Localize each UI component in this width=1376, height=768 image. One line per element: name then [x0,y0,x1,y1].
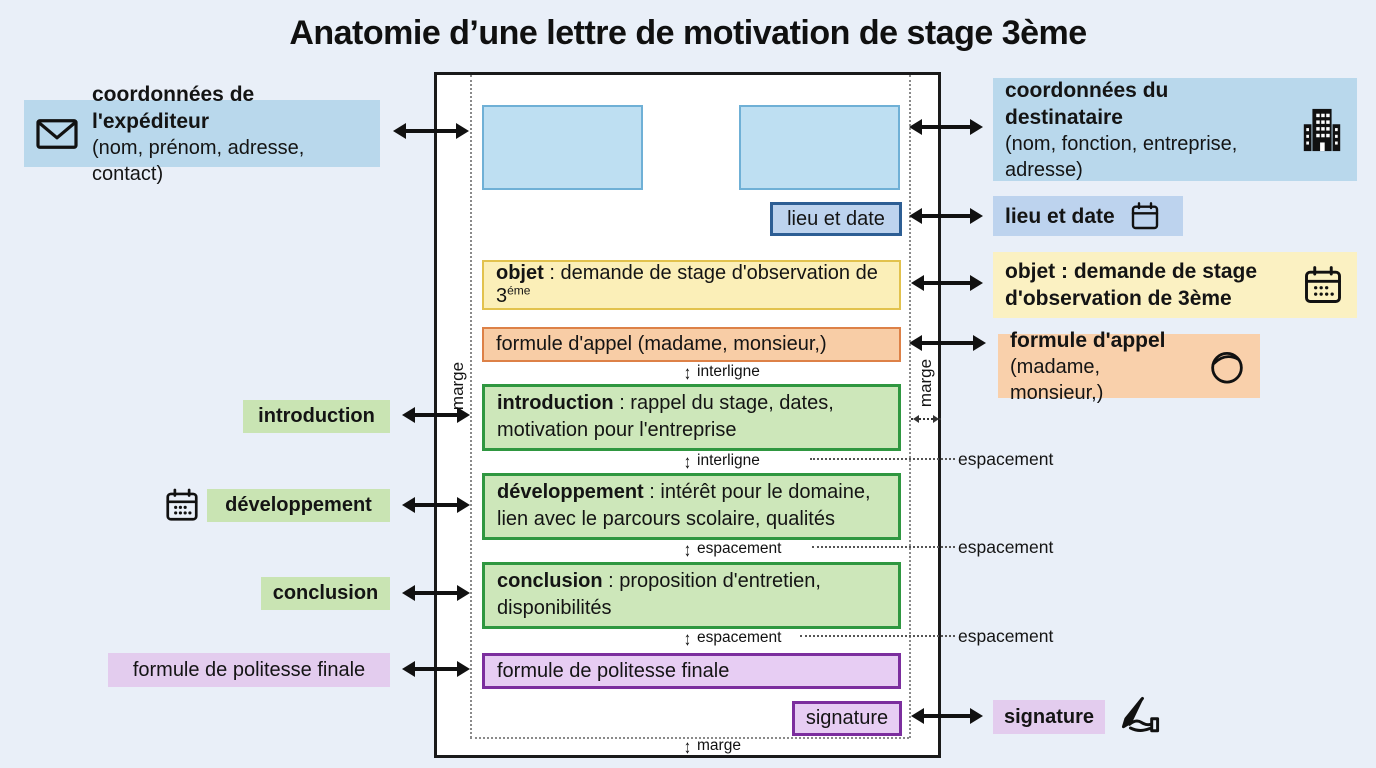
margin-width-arrow [911,415,941,423]
developpement-box: développement : intérêt pour le domaine,… [482,473,901,540]
envelope-icon [36,118,78,149]
destinataire-line1: (nom, fonction, entreprise, [1005,132,1238,155]
formule-appel-subtitle: (madame, monsieur,) [1010,355,1104,404]
signature-box: signature [792,701,902,736]
destinataire-label: coordonnées du destinataire (nom, foncti… [993,78,1357,181]
politesse-side-label: formule de politesse finale [108,653,390,687]
introduction-text: introduction : rappel du stage, dates, m… [497,392,834,441]
formule-appel-title: formule d'appel [1010,328,1166,352]
arrow-lieu-date [909,208,983,224]
interligne-marker-2: ↕ interligne [684,450,760,472]
dotted-connector-2 [812,546,955,548]
objet-text: objet : demande de stage d'observation d… [496,262,878,307]
lieu-date-box: lieu et date [770,202,902,236]
recipient-address-box [739,105,900,190]
interligne-marker-1: ↕ interligne [684,361,760,383]
conclusion-box: conclusion : proposition d'entretien, di… [482,562,901,629]
vertical-arrow-icon: ↕ [684,450,691,472]
vertical-arrow-icon: ↕ [684,361,691,383]
arrow-expediteur [393,123,469,139]
objet-line1: objet : demande de stage [1005,260,1258,283]
espacement-side-label-1: espacement [958,449,1054,469]
espacement-marker-2: ↕ espacement [684,627,782,649]
calendar-icon [1305,266,1341,303]
signature-pen-icon [1121,696,1160,733]
interligne-label: interligne [697,452,760,469]
margin-line-bottom [470,737,909,739]
building-icon [1303,108,1341,151]
developpement-text: développement : intérêt pour le domaine,… [497,481,871,530]
expediteur-label: coordonnées de l'expéditeur (nom, prénom… [24,83,380,185]
espacement-marker-1: ↕ espacement [684,538,782,560]
objet-box: objet : demande de stage d'observation d… [482,260,901,310]
developpement-side-label: développement [207,489,390,522]
margin-line-left [470,75,472,738]
formule-appel-label-text: formule d'appel (madame, monsieur,) [1010,327,1198,406]
espacement-side-label-2: espacement [958,537,1054,557]
arrow-conclusion [402,585,470,601]
destinataire-line2: adresse) [1005,158,1083,181]
formule-appel-text: formule d'appel (madame, monsieur,) [496,333,827,355]
margin-line-right [909,75,911,738]
sender-address-box [482,105,643,190]
signature-side-label: signature [993,700,1105,734]
destinataire-label-text: coordonnées du destinataire (nom, foncti… [1005,77,1289,183]
politesse-text: formule de politesse finale [497,659,730,682]
introduction-box: introduction : rappel du stage, dates, m… [482,384,901,451]
arrow-signature [911,708,983,724]
arrow-destinataire [909,119,983,135]
expediteur-title: coordonnées de l'expéditeur [92,82,255,133]
vertical-arrow-icon: ↕ [684,538,691,560]
expediteur-label-text: coordonnées de l'expéditeur (nom, prénom… [92,81,370,187]
conclusion-side-label: conclusion [261,577,390,610]
formule-appel-label: formule d'appel (madame, monsieur,) [998,329,1260,404]
marge-label: marge [697,737,741,754]
lieu-date-text: lieu et date [787,207,885,230]
vertical-arrow-icon: ↕ [684,735,691,757]
destinataire-title: coordonnées du destinataire [1005,78,1169,129]
marge-label-right: marge [916,358,935,408]
dotted-connector-1 [810,458,955,460]
signature-text: signature [805,707,889,729]
arrow-formule-appel [909,335,986,351]
dotted-connector-3 [800,635,955,637]
objet-line2: d'observation de 3ème [1005,287,1232,310]
marge-marker-bottom: ↕ marge [684,735,741,757]
politesse-box: formule de politesse finale [482,653,901,689]
arrow-developpement [402,497,470,513]
espacement-side-label-3: espacement [958,626,1054,646]
calendar-icon [1131,202,1158,230]
arrow-politesse [402,661,470,677]
formule-appel-box: formule d'appel (madame, monsieur,) [482,327,901,362]
vertical-arrow-icon: ↕ [684,627,691,649]
expediteur-subtitle: (nom, prénom, adresse, contact) [92,136,305,185]
calendar-icon [166,488,198,521]
page-title: Anatomie d’une lettre de motivation de s… [289,14,1087,52]
introduction-side-label: introduction [243,400,390,433]
arrow-objet [911,275,983,291]
face-icon [1211,352,1243,384]
arrow-introduction [402,407,470,423]
objet-label-text: objet : demande de stage d'observation d… [1005,258,1291,312]
letter-page: lieu et date objet : demande de stage d'… [434,72,941,758]
lieu-date-label-text: lieu et date [1005,204,1115,228]
conclusion-text: conclusion : proposition d'entretien, di… [497,570,821,619]
lieu-date-label: lieu et date [993,196,1183,236]
interligne-label: interligne [697,363,760,380]
objet-label: objet : demande de stage d'observation d… [993,252,1357,318]
espacement-label: espacement [697,540,782,557]
espacement-label: espacement [697,629,782,646]
